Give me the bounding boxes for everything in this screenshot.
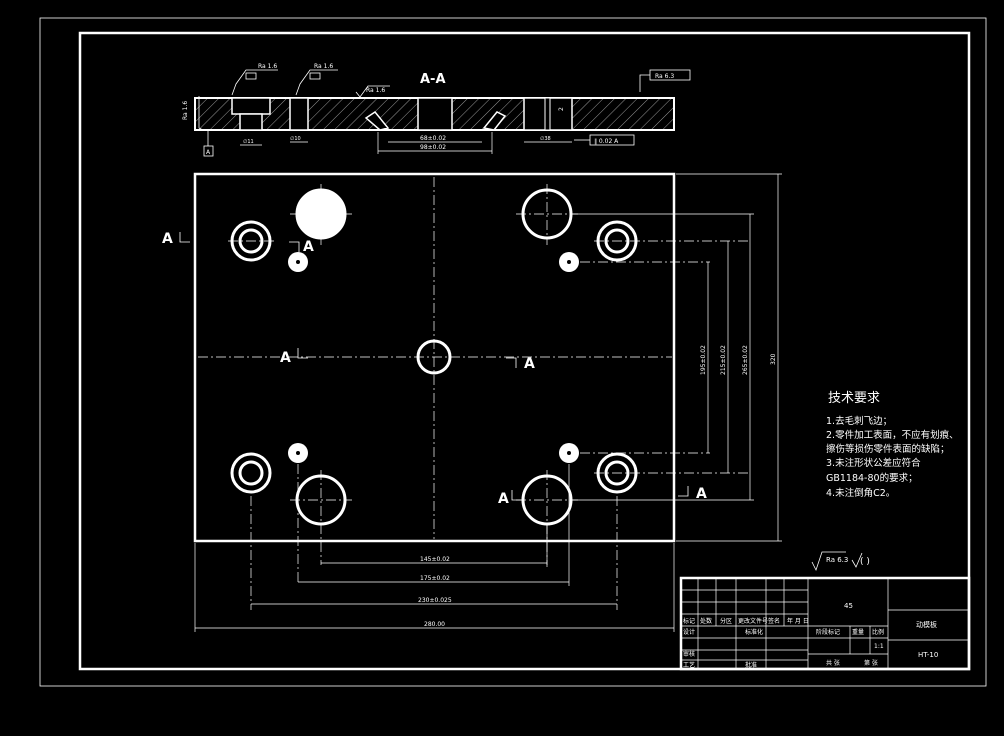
section-marker-top-left: A xyxy=(289,239,314,255)
plan-view: A A A A A A xyxy=(162,172,750,610)
dim-230: 230±0.025 xyxy=(418,597,452,604)
section-dim-vertical: 2 xyxy=(558,107,565,111)
svg-text:A: A xyxy=(162,231,173,247)
roughness-symbol-4: Ra 1.6 A xyxy=(182,96,214,157)
center-hole xyxy=(416,339,452,375)
roughness-3-text: Ra 1.6 xyxy=(366,87,385,94)
tech-title: 技术要求 xyxy=(828,391,880,406)
tb-r4-c1: 工艺 xyxy=(683,661,695,669)
technical-requirements: 技术要求 1.去毛刺飞边； 2.零件加工表面，不应有划痕、 擦伤等损伤零件表面的… xyxy=(826,391,959,499)
tb-weight-label: 重量 xyxy=(852,628,864,636)
roughness-symbol-5: Ra 6.3 ∥ 0.02 A xyxy=(574,69,691,146)
tb-r2-c1: 设计 xyxy=(683,628,695,636)
dim-145: 145±0.02 xyxy=(420,556,450,563)
roughness-symbol-3: Ra 1.6 xyxy=(355,85,390,98)
general-roughness-paren: ( ) xyxy=(860,557,870,567)
title-block: 标记 处数 分区 更改文件号 签名 年 月 日 设计 标准化 审核 工艺 批准 … xyxy=(679,576,971,671)
section-dim-68: 68±0.02 xyxy=(420,135,446,142)
tb-sheet-no: 第 张 xyxy=(864,659,878,667)
tech-line-6: 4.未注倒角C2。 xyxy=(826,487,895,499)
tb-material: 45 xyxy=(844,602,853,610)
dim-215: 215±0.02 xyxy=(720,345,727,375)
dim-280: 280.00 xyxy=(424,621,445,628)
dim-320: 320 xyxy=(770,353,777,365)
section-dim-small-1: ∅11 xyxy=(243,139,254,145)
dimensions-vertical: 195±0.02 215±0.02 265±0.02 320 xyxy=(572,173,782,542)
section-dim-small-2: ∅10 xyxy=(290,136,301,142)
roughness-4-text: Ra 1.6 xyxy=(182,101,189,120)
section-marker-center-right: A xyxy=(506,356,535,372)
section-slot-left xyxy=(364,110,390,131)
tech-line-4: 3.未注形状公差应符合 xyxy=(826,457,921,469)
dimensions-horizontal: 145±0.02 175±0.02 230±0.025 280.00 xyxy=(194,464,675,632)
section-dim-small-3: ∅38 xyxy=(540,136,551,142)
section-hole-left xyxy=(239,113,263,131)
datum-a-label: A xyxy=(206,149,211,156)
roughness-symbol-1: Ra 1.6 xyxy=(231,63,278,96)
tech-line-2: 2.零件加工表面，不应有划痕、 xyxy=(826,429,959,441)
section-marker-right: A xyxy=(678,486,707,502)
section-bore-rim xyxy=(544,97,551,131)
section-marker-left: A xyxy=(162,231,190,247)
svg-text:A: A xyxy=(303,239,314,255)
svg-text:A: A xyxy=(696,486,707,502)
tb-r1-c1: 标记 xyxy=(683,617,695,625)
tb-r2-c3: 标准化 xyxy=(745,628,763,636)
section-center-hole xyxy=(417,97,453,131)
section-marker-center-left: A xyxy=(280,348,308,366)
tech-line-1: 1.去毛刺飞边； xyxy=(826,415,892,427)
tb-scale-label: 比例 xyxy=(872,628,884,636)
tb-r3-c1: 审核 xyxy=(683,650,695,658)
section-pin-hole xyxy=(289,97,309,131)
tb-r1-c4: 更改文件号 xyxy=(738,617,768,625)
screw-hole-top-right xyxy=(594,220,750,262)
general-roughness-text: Ra 6.3 xyxy=(826,556,848,564)
guide-hole-top-left xyxy=(290,184,352,245)
tb-r1-c2: 处数 xyxy=(700,617,712,625)
svg-text:A: A xyxy=(280,350,291,366)
guide-hole-top-right xyxy=(516,184,578,245)
section-counterbore-left xyxy=(231,97,271,115)
tb-part-name: 动模板 xyxy=(916,620,937,629)
section-view: A-A 68±0.02 98±0.02 ∅11 ∅10 ∅38 xyxy=(182,63,691,157)
tb-sheet-total: 共 张 xyxy=(826,659,840,667)
tb-stage-label: 阶段标记 xyxy=(816,628,840,636)
tb-drawing-no: HT-10 xyxy=(918,651,938,659)
roughness-1-text: Ra 1.6 xyxy=(258,63,277,70)
section-marker-bottom: A xyxy=(498,490,522,507)
screw-hole-bottom-left xyxy=(230,452,272,610)
pin-hole-bottom-left xyxy=(288,443,308,585)
svg-text:A: A xyxy=(524,356,535,372)
dim-265: 265±0.02 xyxy=(742,345,749,375)
general-roughness-mark: Ra 6.3 ( ) xyxy=(811,551,870,572)
screw-hole-bottom-right xyxy=(594,452,750,610)
tb-r1-c6: 年 月 日 xyxy=(787,617,809,625)
tb-scale-value: 1:1 xyxy=(874,643,884,650)
section-dim-98: 98±0.02 xyxy=(420,144,446,151)
roughness-5-text: Ra 6.3 xyxy=(655,73,674,80)
pin-hole-top-left xyxy=(288,252,308,272)
guide-hole-bottom-left xyxy=(290,470,352,565)
pin-hole-top-right xyxy=(559,252,710,272)
svg-text:A: A xyxy=(498,491,509,507)
tb-r1-c5: 签名 xyxy=(768,617,780,625)
tb-r1-c3: 分区 xyxy=(720,617,732,625)
roughness-symbol-2: Ra 1.6 xyxy=(295,63,338,96)
tech-line-3: 擦伤等损伤零件表面的缺陷； xyxy=(826,443,950,455)
inner-frame xyxy=(78,31,971,671)
tolerance-frame-text: ∥ 0.02 A xyxy=(594,138,619,145)
dim-195: 195±0.02 xyxy=(700,345,707,375)
dim-175: 175±0.02 xyxy=(420,575,450,582)
section-title: A-A xyxy=(420,72,446,87)
section-slot-right xyxy=(482,111,507,131)
tb-r4-c3: 批准 xyxy=(745,661,757,669)
outer-border xyxy=(39,17,987,687)
plate-outline xyxy=(193,172,676,543)
pin-hole-bottom-right xyxy=(559,443,710,463)
roughness-2-text: Ra 1.6 xyxy=(314,63,333,70)
screw-hole-top-left xyxy=(228,220,274,262)
tech-line-5: GB1184-80的要求； xyxy=(826,472,918,484)
